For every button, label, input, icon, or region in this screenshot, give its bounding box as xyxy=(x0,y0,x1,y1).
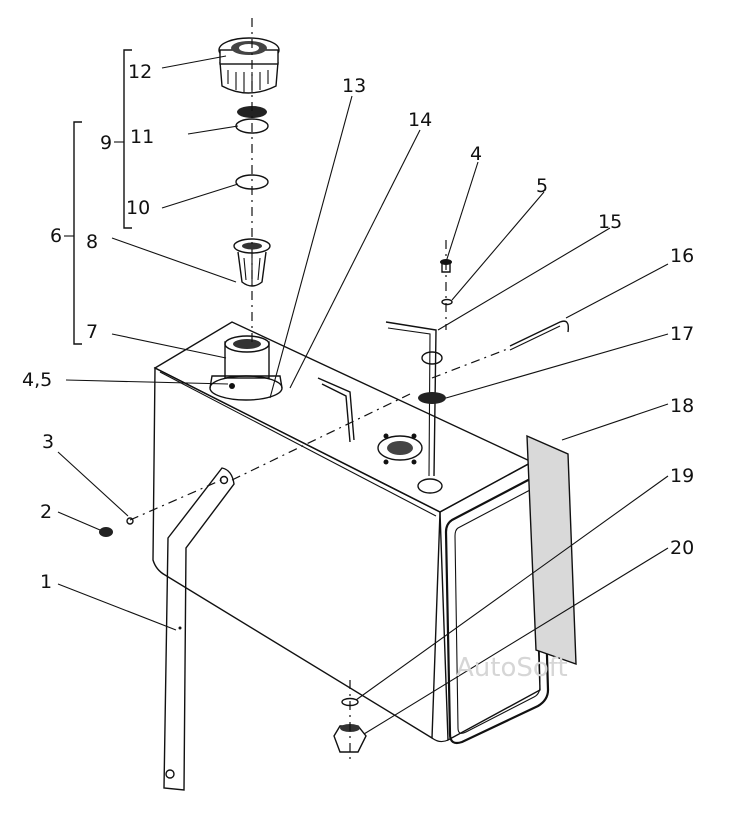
callout-3: 3 xyxy=(42,431,54,453)
sender-flange xyxy=(377,433,423,465)
vent-tube-part-14 xyxy=(317,377,355,443)
callout-20: 20 xyxy=(670,537,694,559)
leader-lines xyxy=(57,55,669,735)
callout-4: 4 xyxy=(470,143,482,165)
washer-part-3 xyxy=(126,517,134,525)
seal-part-17 xyxy=(418,392,446,404)
watermark: AutoSoft xyxy=(456,653,568,683)
callout-15: 15 xyxy=(598,211,622,233)
washer-part-5 xyxy=(441,298,453,306)
callout-12: 12 xyxy=(128,61,152,83)
callout-16: 16 xyxy=(670,245,694,267)
callout-19: 19 xyxy=(670,465,694,487)
callout-1: 1 xyxy=(40,571,52,593)
pickup-tube-part-15 xyxy=(385,321,443,494)
filler-cap-part-12 xyxy=(218,37,280,94)
callout-18: 18 xyxy=(670,395,694,417)
callout-11: 11 xyxy=(130,126,154,148)
nut-part-2 xyxy=(99,527,113,537)
assembly-axis-lines xyxy=(129,18,511,762)
callout-13: 13 xyxy=(342,75,366,97)
callout-14: 14 xyxy=(408,109,432,131)
return-pipe-part-16 xyxy=(509,320,570,351)
group-bracket-9 xyxy=(123,49,132,229)
gasket-part-18 xyxy=(526,434,577,666)
callout-17: 17 xyxy=(670,323,694,345)
callout-6: 6 xyxy=(50,225,62,247)
callout-9: 9 xyxy=(100,132,112,154)
callout-7: 7 xyxy=(86,321,98,343)
group-bracket-6 xyxy=(73,121,82,345)
callout-4-5: 4,5 xyxy=(22,369,52,391)
filler-neck-part-7 xyxy=(209,335,283,401)
callout-10: 10 xyxy=(126,197,150,219)
callout-8: 8 xyxy=(86,231,98,253)
callout-labels: 12 11 10 9 8 6 7 4,5 3 2 1 13 14 4 5 15 … xyxy=(22,61,694,593)
callout-2: 2 xyxy=(40,501,52,523)
callout-5: 5 xyxy=(536,175,548,197)
